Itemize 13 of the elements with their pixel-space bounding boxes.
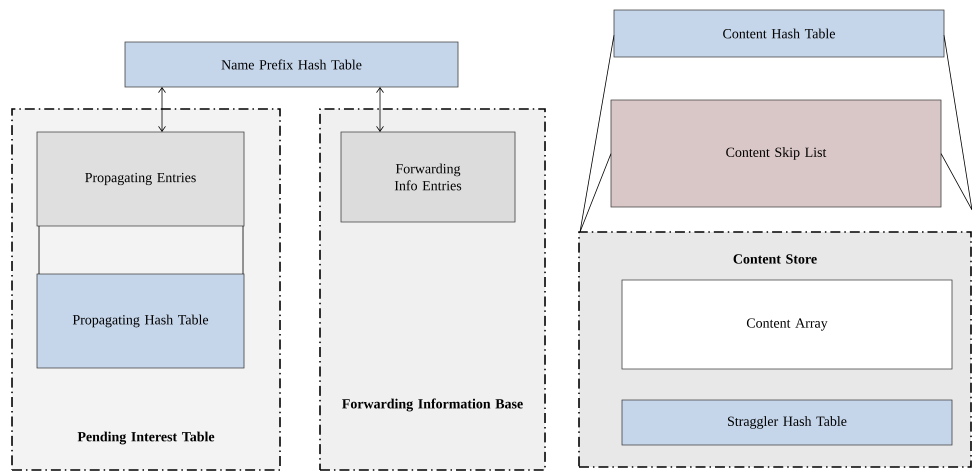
table-box: Name Prefix Hash Table [124,42,458,88]
connector-line [580,34,972,232]
connector-line [580,153,972,232]
table-box: Straggler Hash Table [622,400,952,446]
arrow [376,87,384,132]
connector-line [38,226,244,274]
table-box: Content Skip List [610,100,942,208]
table-box: Propagating Entries [36,132,244,226]
table-box: Content Hash Table [614,10,944,58]
table-box: Content Array [622,280,952,370]
table-box: Forwarding Info Entries [340,132,516,222]
arrow [158,87,166,132]
table-box: Propagating Hash Table [36,274,244,368]
